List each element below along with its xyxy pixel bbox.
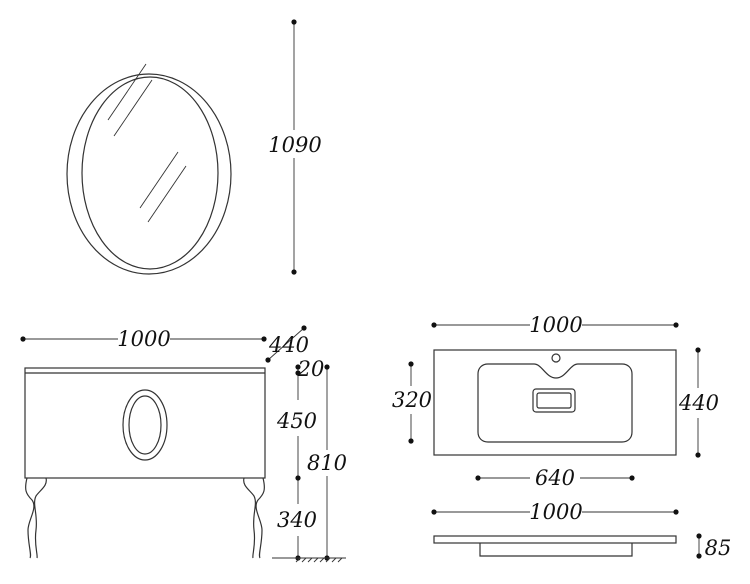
- cabinet: [24, 367, 266, 559]
- cabinet-width-label: 1000: [117, 327, 170, 351]
- side-thickness-label: 85: [705, 536, 732, 560]
- cabinet-drawer-label: 450: [276, 409, 317, 433]
- basin-outline: [433, 349, 677, 456]
- mirror-height-label: 1090: [268, 133, 321, 157]
- mirror: [66, 63, 232, 275]
- mirror-reflection-line: [139, 151, 179, 209]
- cabinet-top-label: 20: [297, 357, 325, 381]
- cabinet-width-dimension: 1000: [20, 327, 267, 351]
- mirror-reflection-line: [147, 165, 187, 223]
- side-width-label: 1000: [529, 500, 582, 524]
- side-width-dimension: 1000: [431, 500, 679, 524]
- faucet-hole: [551, 353, 561, 363]
- cabinet-handle-inner: [128, 395, 162, 455]
- mirror-reflection-line: [107, 63, 147, 121]
- side-thickness-dimension: 85: [696, 533, 731, 560]
- basin-side-view: [433, 535, 677, 557]
- cabinet-total-height-dimension: 810: [307, 364, 347, 561]
- bowl-width-dimension: 640: [475, 466, 635, 490]
- drain-inner: [536, 392, 572, 409]
- mirror-reflection-line: [113, 79, 153, 137]
- cabinet-legs-label: 340: [277, 508, 317, 532]
- basin-width-dimension: 1000: [431, 313, 679, 337]
- cabinet-leg-right: [243, 477, 265, 559]
- mirror-frame-outer: [66, 73, 232, 275]
- basin-width-label: 1000: [529, 313, 582, 337]
- basin-side-slab: [433, 535, 677, 544]
- cabinet-depth-dimension: 440: [265, 325, 309, 363]
- floor-line: [272, 557, 346, 563]
- cabinet-handle-outer: [122, 389, 168, 461]
- drain-outer: [532, 388, 576, 413]
- basin-depth-dimension: 440: [678, 347, 719, 458]
- mirror-height-dimension: 1090: [268, 19, 322, 275]
- basin-bowl: [477, 363, 633, 443]
- basin-side-bowl: [479, 543, 633, 557]
- mirror-frame-inner: [81, 76, 219, 270]
- bowl-depth-dimension: 320: [392, 361, 432, 444]
- cabinet-leg-left: [25, 477, 47, 559]
- basin-top-view: [433, 349, 677, 456]
- bowl-width-label: 640: [535, 466, 575, 490]
- cabinet-height-chain: 20 450 340: [276, 357, 324, 561]
- cabinet-depth-label: 440: [268, 333, 309, 357]
- cabinet-body: [24, 367, 266, 479]
- bowl-depth-label: 320: [392, 388, 432, 412]
- cabinet-total-height-label: 810: [307, 451, 347, 475]
- basin-depth-label: 440: [678, 391, 719, 415]
